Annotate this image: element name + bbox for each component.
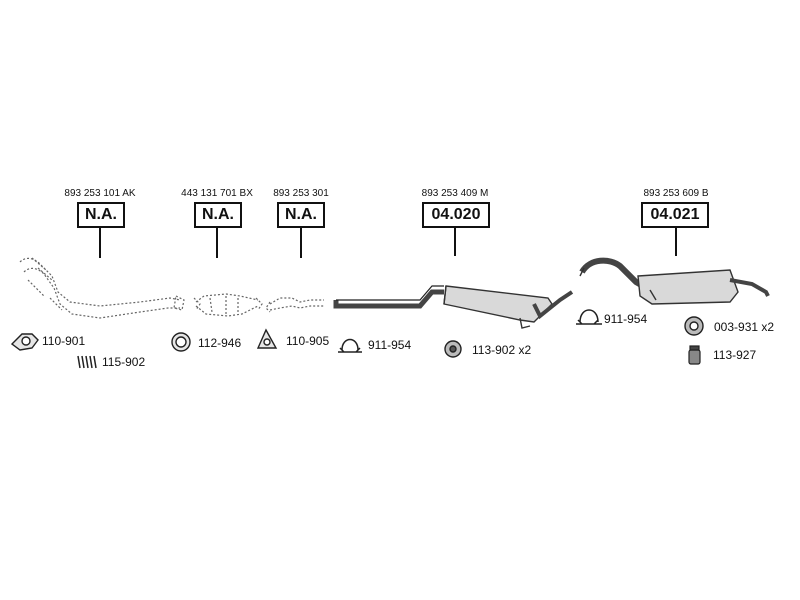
oem-number-front-pipe: 893 253 101 AK [64, 188, 136, 199]
part-label-911-954-rear: 911-954 [604, 312, 648, 326]
triangle-gasket-icon[interactable] [256, 328, 278, 349]
front-pipe-icon[interactable] [19, 257, 185, 319]
pipe-clamp-icon-2[interactable] [576, 309, 602, 325]
intermediate-pipe-icon[interactable] [265, 297, 324, 313]
middle-silencer-icon[interactable] [333, 285, 574, 329]
part-label-113-902: 113-902 x2 [472, 343, 532, 357]
ref-box-front-pipe[interactable]: N.A. [77, 202, 125, 228]
rear-silencer-icon[interactable] [579, 257, 770, 305]
oem-number-intermediate-pipe: 893 253 301 [273, 188, 329, 199]
leader-line [454, 228, 456, 256]
ref-box-rear-silencer[interactable]: 04.021 [641, 202, 709, 228]
part-label-110-905: 110-905 [286, 334, 330, 348]
part-label-110-901: 110-901 [42, 334, 86, 348]
part-label-911-954: 911-954 [368, 338, 412, 352]
pipe-clamp-icon[interactable] [338, 338, 362, 353]
rubber-mount-icon[interactable] [444, 340, 462, 358]
ref-box-intermediate-pipe[interactable]: N.A. [277, 202, 325, 228]
part-label-112-946: 112-946 [198, 336, 242, 350]
leader-line [300, 228, 302, 258]
leader-line [99, 228, 101, 258]
part-label-003-931: 003-931 x2 [714, 320, 775, 334]
ref-box-catalytic-converter[interactable]: N.A. [194, 202, 242, 228]
leader-line [675, 228, 677, 256]
spring-icon[interactable] [77, 355, 97, 369]
leader-line [216, 228, 218, 258]
ref-box-middle-silencer[interactable]: 04.020 [422, 202, 490, 228]
oem-number-middle-silencer: 893 253 409 M [421, 188, 489, 199]
rubber-ring-icon[interactable] [684, 316, 704, 336]
part-label-115-902: 115-902 [102, 355, 146, 369]
flange-gasket-icon[interactable] [10, 333, 39, 351]
oem-number-catalytic-converter: 443 131 701 BX [181, 188, 253, 199]
rubber-buffer-icon[interactable] [688, 345, 701, 365]
sealing-ring-icon[interactable] [171, 332, 191, 352]
oem-number-rear-silencer: 893 253 609 B [643, 188, 709, 199]
catalytic-converter-icon[interactable] [193, 293, 263, 317]
part-label-113-927: 113-927 [713, 348, 757, 362]
